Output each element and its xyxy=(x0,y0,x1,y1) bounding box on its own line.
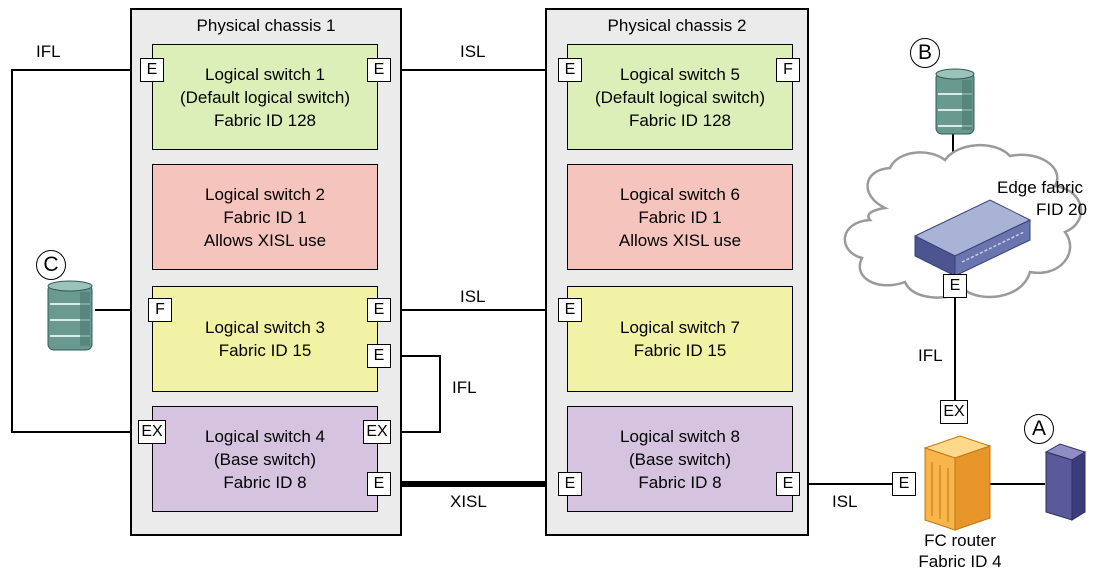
port-ls1-e-left: E xyxy=(140,58,164,82)
fc-router-icon xyxy=(923,435,992,531)
link-label-ifl-right: IFL xyxy=(918,346,943,365)
edge-fabric-name: Edge fabric xyxy=(997,178,1083,197)
logical-switch-4: Logical switch 4 (Base switch) Fabric ID… xyxy=(152,406,378,512)
switch-fabric-id: Fabric ID 8 xyxy=(223,472,307,492)
link-label-xisl: XISL xyxy=(450,492,487,511)
switch-role: (Base switch) xyxy=(628,449,732,469)
ifl-link-left xyxy=(11,69,140,433)
edge-fabric-label: Edge fabric FID 20 xyxy=(985,177,1095,221)
switch-role: (Default logical switch) xyxy=(594,87,766,107)
switch-name: Logical switch 4 xyxy=(204,426,325,446)
fc-router-label: FC router Fabric ID 4 xyxy=(905,530,1015,572)
switch-name: Logical switch 5 xyxy=(619,64,740,84)
fc-router-name: FC router xyxy=(924,531,996,550)
switch-name: Logical switch 2 xyxy=(204,184,325,204)
logical-switch-2: Logical switch 2 Fabric ID 1 Allows XISL… xyxy=(152,164,378,270)
host-a-icon xyxy=(1044,443,1087,521)
port-ls4-e-xisl: E xyxy=(367,472,391,496)
marker-b: B xyxy=(910,38,940,68)
switch-fabric-id: Fabric ID 15 xyxy=(218,341,312,360)
switch-fabric-id: Fabric ID 128 xyxy=(628,110,732,130)
edge-fabric-fid: FID 20 xyxy=(1035,200,1087,219)
port-ls4-ex-left: EX xyxy=(138,420,166,444)
port-ls8-e-right: E xyxy=(776,472,800,496)
link-label-ifl-left: IFL xyxy=(36,42,61,61)
switch-name: Logical switch 3 xyxy=(204,318,325,337)
port-ls5-e: E xyxy=(558,58,582,82)
logical-switch-7: Logical switch 7 Fabric ID 15 xyxy=(567,286,793,392)
link-label-ifl-middle: IFL xyxy=(452,378,477,397)
link-label-isl-router: ISL xyxy=(832,492,858,511)
switch-role: (Default logical switch) xyxy=(179,87,351,107)
switch-fabric-id: Fabric ID 1 xyxy=(223,207,307,227)
switch-xisl-note: Allows XISL use xyxy=(618,230,742,250)
switch-name: Logical switch 7 xyxy=(619,318,740,337)
chassis-title: Physical chassis 2 xyxy=(607,16,747,35)
link-label-isl-middle: ISL xyxy=(460,287,486,306)
port-ls3-e-isl: E xyxy=(367,298,391,322)
storage-c-icon xyxy=(47,280,93,351)
logical-switch-3: Logical switch 3 Fabric ID 15 xyxy=(152,286,378,392)
port-ls3-f: F xyxy=(148,298,172,322)
switch-fabric-id: Fabric ID 1 xyxy=(638,207,722,227)
ifl-link-middle xyxy=(392,355,441,433)
port-ls5-f: F xyxy=(776,58,800,82)
chassis-title: Physical chassis 1 xyxy=(196,16,336,35)
switch-role: (Base switch) xyxy=(213,449,317,469)
switch-fabric-id: Fabric ID 15 xyxy=(633,341,727,360)
switch-name: Logical switch 6 xyxy=(619,184,740,204)
port-router-e: E xyxy=(892,472,916,496)
logical-switch-5: Logical switch 5 (Default logical switch… xyxy=(567,44,793,150)
logical-switch-6: Logical switch 6 Fabric ID 1 Allows XISL… xyxy=(567,164,793,270)
switch-name: Logical switch 1 xyxy=(204,64,325,84)
logical-switch-1: Logical switch 1 (Default logical switch… xyxy=(152,44,378,150)
port-ls4-ex-right: EX xyxy=(363,420,391,444)
marker-a: A xyxy=(1024,414,1054,444)
switch-name: Logical switch 8 xyxy=(619,426,740,446)
link-label-isl-top: ISL xyxy=(460,42,486,61)
port-edge-e: E xyxy=(943,274,967,298)
port-router-ex: EX xyxy=(940,400,968,424)
port-ls1-e-right: E xyxy=(367,58,391,82)
port-ls8-e-xisl: E xyxy=(558,472,582,496)
fc-router-fabric-id: Fabric ID 4 xyxy=(918,552,1002,571)
switch-xisl-note: Allows XISL use xyxy=(203,230,327,250)
port-ls3-e-ifl: E xyxy=(367,344,391,368)
storage-b-icon xyxy=(935,68,975,135)
port-ls7-e: E xyxy=(558,298,582,322)
edge-fabric-switch-icon xyxy=(913,199,1032,277)
logical-switch-8: Logical switch 8 (Base switch) Fabric ID… xyxy=(567,406,793,512)
switch-fabric-id: Fabric ID 8 xyxy=(638,472,722,492)
marker-c: C xyxy=(36,250,66,280)
switch-fabric-id: Fabric ID 128 xyxy=(213,110,317,130)
